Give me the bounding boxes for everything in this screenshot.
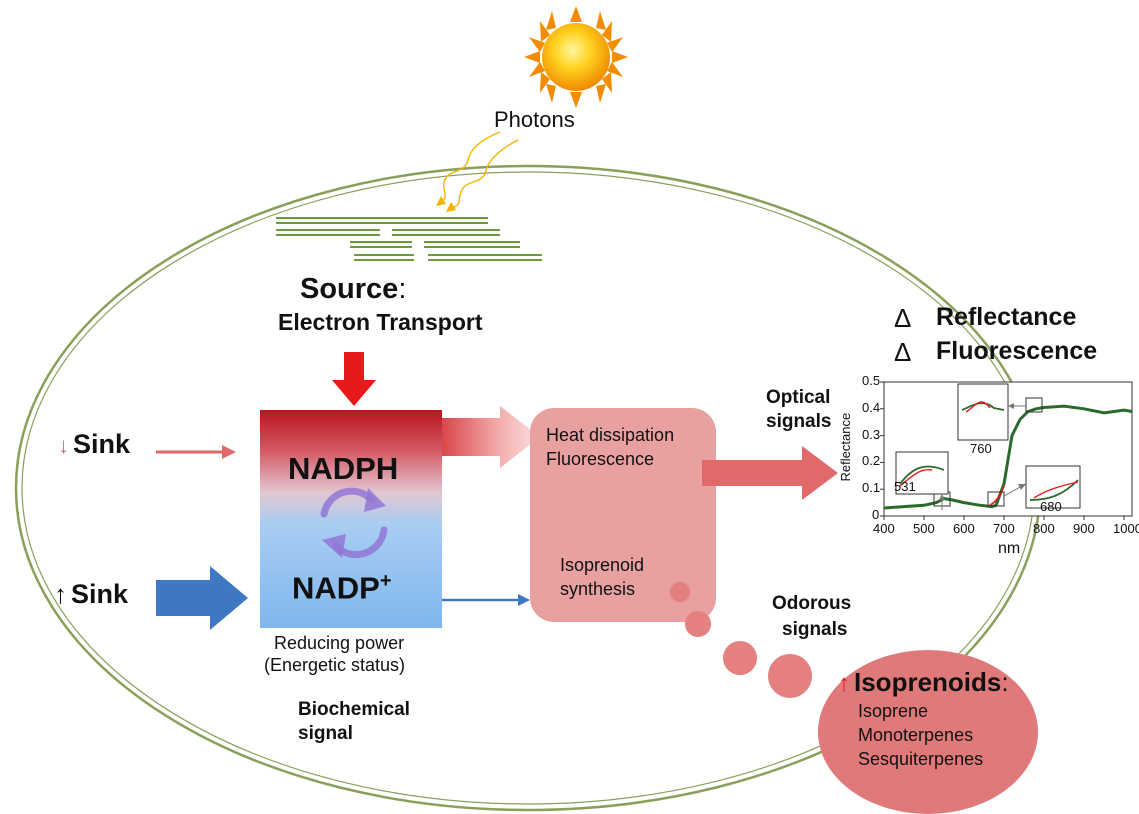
inset-680-label: 680 <box>1040 499 1062 514</box>
source-subtitle: Electron Transport <box>278 309 483 335</box>
optical-signals-line2: signals <box>766 411 832 432</box>
isoprenoids-bubble <box>818 650 1038 814</box>
inset-680 <box>1003 465 1081 509</box>
chart-ticks <box>880 381 1125 520</box>
odour-bubble <box>723 641 757 675</box>
sink-up-text: Sink <box>71 579 129 609</box>
isoprenoid-item-isoprene: Isoprene <box>858 701 929 721</box>
y-tick-label: 0.5 <box>862 373 881 388</box>
synthesis-label: synthesis <box>560 579 636 599</box>
isoprenoids-colon: : <box>1001 667 1009 697</box>
biochemical-signal-line1: Biochemical <box>298 699 410 720</box>
nadp-label: NADP+ <box>292 570 392 605</box>
y-tick-label: 0.4 <box>862 399 881 415</box>
zoom-box-680 <box>987 491 1005 507</box>
inset-760 <box>957 383 1026 441</box>
reflectance-red-segment <box>989 485 1005 506</box>
up-arrow-icon: ↑ <box>54 579 67 609</box>
isoprenoid-flow-arrow <box>442 594 530 606</box>
chart-xlabel: nm <box>998 540 1021 557</box>
x-tick-label: 400 <box>873 521 895 536</box>
nadp-superscript: + <box>379 570 392 592</box>
reflectance-chart <box>880 381 1133 520</box>
sink-up-label: ↑Sink <box>54 579 129 610</box>
cycle-arrowheads <box>322 488 386 558</box>
sink-down-arrow <box>156 445 236 459</box>
isoprenoids-title: ↑Isoprenoids: <box>838 668 1009 697</box>
box-caption-line1: Reducing power <box>274 633 405 653</box>
delta-reflectance-symbol: Δ <box>894 303 912 333</box>
odour-bubble <box>768 654 812 698</box>
isoprenoids-title-text: Isoprenoids <box>854 667 1002 697</box>
down-arrow-icon: ↓ <box>58 433 69 458</box>
optical-signals-line1: Optical <box>766 387 831 408</box>
odour-bubble <box>685 611 711 637</box>
biochemical-signal-line2: signal <box>298 723 353 744</box>
optical-signal-arrow <box>702 446 838 500</box>
inset-760-label: 760 <box>970 441 992 456</box>
isoprenoids-up-arrow-icon: ↑ <box>838 670 850 697</box>
chart-ylabel: Reflectance <box>838 412 854 482</box>
source-title-colon: : <box>398 273 407 305</box>
sink-down-text: Sink <box>73 429 131 459</box>
outlet-box <box>530 408 716 622</box>
x-tick-label: 800 <box>1033 521 1055 536</box>
heat-dissipation-label: Heat dissipation <box>546 425 675 445</box>
delta-fluorescence-label: Fluorescence <box>936 337 1098 365</box>
isoprenoid-item-monoterpenes: Monoterpenes <box>858 725 974 745</box>
delta-fluorescence-symbol: Δ <box>894 337 912 367</box>
x-tick-label: 600 <box>953 521 975 536</box>
photon-rays <box>443 131 519 209</box>
isoprenoid-label: Isoprenoid <box>560 555 645 575</box>
source-title: Source: <box>300 273 407 306</box>
y-tick-label: 0.1 <box>862 480 881 496</box>
isoprenoid-item-sesquiterpenes: Sesquiterpenes <box>858 749 984 769</box>
source-down-arrow <box>332 352 376 406</box>
x-tick-label: 900 <box>1073 521 1095 536</box>
inset-531-label: 531 <box>894 479 916 494</box>
y-tick-label: 0.2 <box>862 453 881 469</box>
sink-up-arrow <box>156 566 248 630</box>
nadp-text: NADP <box>292 570 380 606</box>
y-tick-label: 0 <box>872 507 880 522</box>
y-tick-label: 0.3 <box>862 426 881 442</box>
source-title-text: Source <box>300 273 399 305</box>
heat-flow-arrow <box>442 406 540 468</box>
odorous-signals-line2: signals <box>782 619 848 640</box>
fluorescence-label: Fluorescence <box>546 449 655 469</box>
zoom-box-760 <box>1025 397 1043 413</box>
odour-bubble <box>670 582 690 602</box>
nadph-label: NADPH <box>288 451 399 486</box>
odorous-signals-line1: Odorous <box>772 593 852 614</box>
box-caption-line2: (Energetic status) <box>264 655 406 675</box>
x-tick-label: 500 <box>913 521 935 536</box>
sun-icon <box>524 6 628 108</box>
inset-531 <box>895 451 949 510</box>
photons-label: Photons <box>494 107 575 132</box>
reflectance-series-line <box>883 404 1133 510</box>
delta-reflectance-label: Reflectance <box>936 303 1077 331</box>
x-tick-label: 700 <box>993 521 1015 536</box>
x-tick-label: 1000 <box>1113 521 1139 536</box>
sink-down-label: ↓Sink <box>58 429 131 460</box>
thylakoid-membranes <box>276 217 542 261</box>
nadph-box <box>260 410 442 628</box>
photon-arrowheads <box>436 196 456 212</box>
